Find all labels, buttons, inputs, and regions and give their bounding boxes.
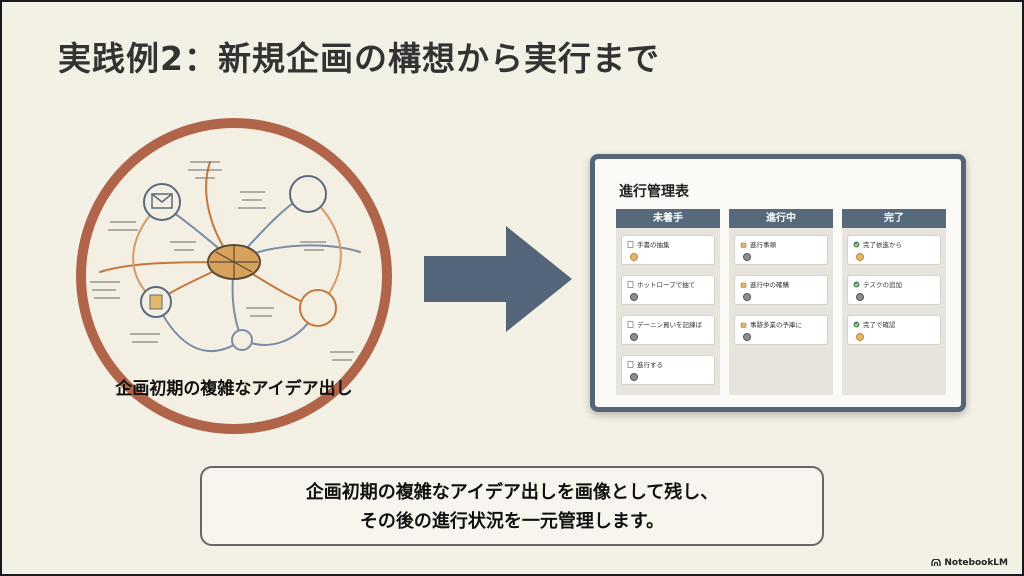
document-icon xyxy=(627,360,634,368)
document-icon xyxy=(627,240,634,248)
avatar xyxy=(856,253,864,261)
task-card[interactable]: 進行事順 xyxy=(734,235,828,265)
summary-line-1: 企画初期の複雑なアイデア出しを画像として残し、 xyxy=(305,482,719,503)
task-card[interactable]: 手書の抽集 xyxy=(621,235,715,265)
task-card[interactable]: デーニン買いを記練ば xyxy=(621,315,715,345)
card-text: 完了で確認 xyxy=(863,321,896,329)
card-text: 進行する xyxy=(637,361,663,369)
summary-box: 企画初期の複雑なアイデア出しを画像として残し、 その後の進行状況を一元管理します… xyxy=(200,466,824,546)
board-title: 進行管理表 xyxy=(619,184,689,200)
circle-caption: 企画初期の複雑なアイデア出し xyxy=(115,379,353,399)
task-card[interactable]: ホットロープで抽て xyxy=(621,275,715,305)
document-icon xyxy=(627,320,634,328)
card-text: 進行中の確購 xyxy=(750,281,789,289)
mindmap-sketch xyxy=(76,118,392,434)
mindmap-circle: 企画初期の複雑なアイデア出し xyxy=(70,112,398,440)
notebooklm-logo-icon xyxy=(931,559,942,566)
check-icon xyxy=(853,281,860,287)
task-card[interactable]: 進行中の確購 xyxy=(734,275,828,305)
avatar xyxy=(743,333,751,341)
card-text: ホットロープで抽て xyxy=(637,281,696,289)
card-text: 手書の抽集 xyxy=(637,241,670,249)
card-text: テスクの追加 xyxy=(863,281,902,289)
column-done: 完了 完了依進から テスクの追加 完了で確認 xyxy=(842,209,946,395)
document-icon xyxy=(627,280,634,288)
avatar xyxy=(630,373,638,381)
task-card[interactable]: テスクの追加 xyxy=(847,275,941,305)
summary-line-2: その後の進行状況を一元管理します。 xyxy=(359,511,665,532)
column-header: 進行中 xyxy=(729,209,833,228)
avatar xyxy=(630,253,638,261)
hand-icon xyxy=(740,322,747,328)
slide-title: 実践例2：新規企画の構想から実行まで xyxy=(58,39,660,78)
avatar xyxy=(630,293,638,301)
check-icon xyxy=(853,241,860,247)
column-in-progress: 進行中 進行事順 進行中の確購 事跡多業の予庫に xyxy=(729,209,833,395)
brand-mark: NotebookLM xyxy=(931,558,1008,568)
check-icon xyxy=(853,321,860,327)
avatar xyxy=(743,293,751,301)
task-card[interactable]: 事跡多業の予庫に xyxy=(734,315,828,345)
card-text: 完了依進から xyxy=(863,241,902,249)
column-header: 未着手 xyxy=(616,209,720,228)
hand-icon xyxy=(740,282,747,288)
card-text: 進行事順 xyxy=(750,241,776,249)
card-text: 事跡多業の予庫に xyxy=(750,321,802,329)
task-card[interactable]: 完了で確認 xyxy=(847,315,941,345)
column-header: 完了 xyxy=(842,209,946,228)
arrow-right-icon xyxy=(424,226,572,332)
avatar xyxy=(630,333,638,341)
avatar xyxy=(743,253,751,261)
card-text: デーニン買いを記練ば xyxy=(637,321,702,329)
task-card[interactable]: 進行する xyxy=(621,355,715,385)
brand-label: NotebookLM xyxy=(944,558,1008,568)
task-card[interactable]: 完了依進から xyxy=(847,235,941,265)
progress-board: 進行管理表 未着手 手書の抽集 ホットロープで抽て デーニン買いを記練ば xyxy=(590,154,966,412)
avatar xyxy=(856,293,864,301)
column-todo: 未着手 手書の抽集 ホットロープで抽て デーニン買いを記練ば xyxy=(616,209,720,395)
hand-icon xyxy=(740,242,747,248)
avatar xyxy=(856,333,864,341)
